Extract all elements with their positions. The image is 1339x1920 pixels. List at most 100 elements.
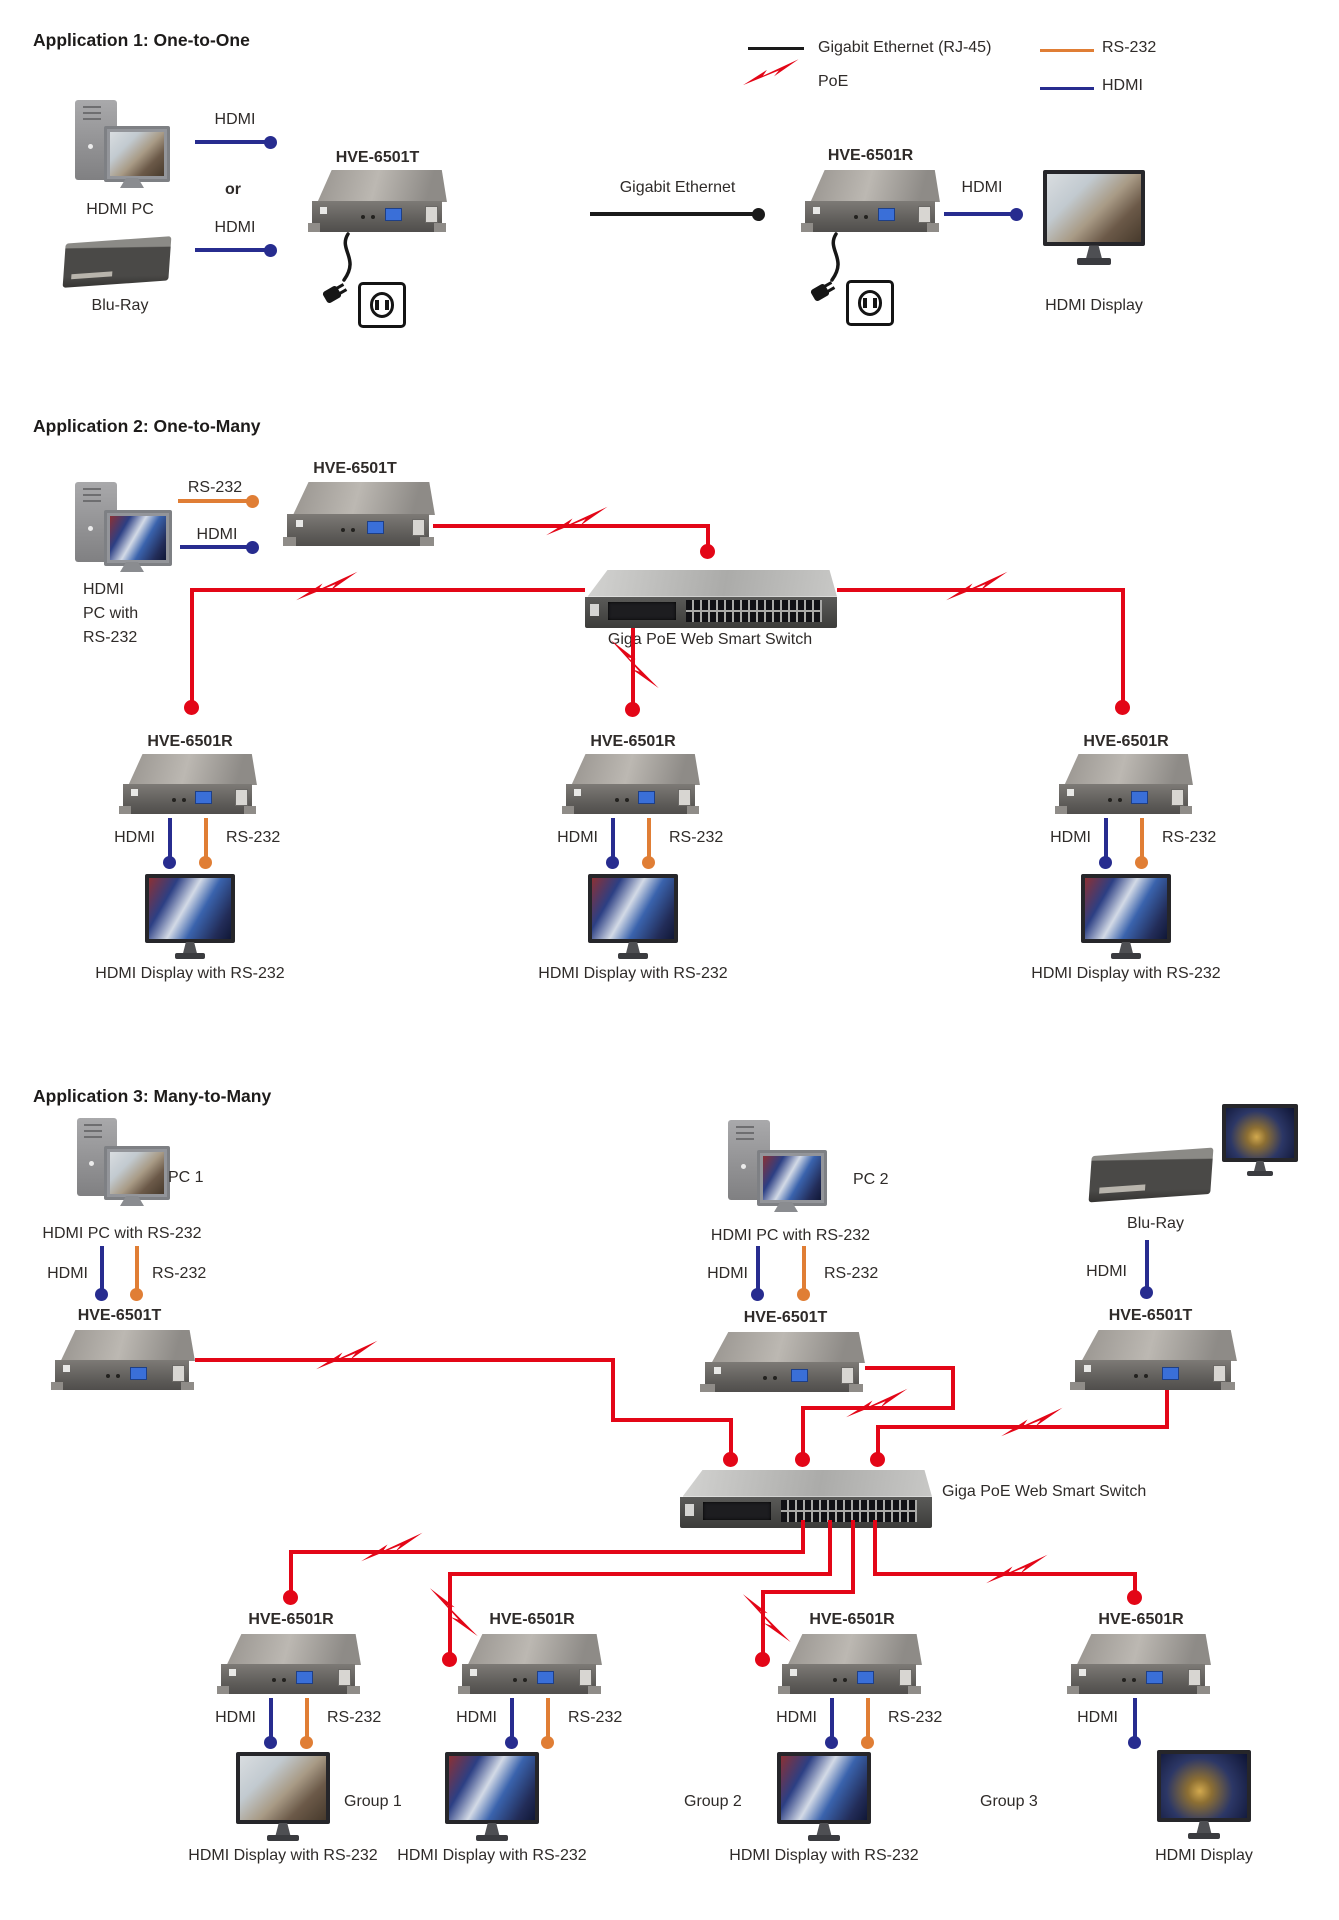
receiver-label: HVE-6501R xyxy=(590,733,676,750)
hdmi-connector-dot xyxy=(1128,1736,1141,1749)
rs232-label: RS-232 xyxy=(187,479,243,496)
poe-bolt-icon xyxy=(740,59,801,86)
hdmi-label: HDMI xyxy=(1050,829,1091,846)
pc-monitor-icon xyxy=(757,1150,827,1206)
rs232-line xyxy=(866,1698,870,1738)
hdmi-label: HDMI xyxy=(214,111,256,128)
ethernet-connector-dot xyxy=(752,208,765,221)
hdmi-connector-dot xyxy=(246,541,259,554)
rs232-connector-dot xyxy=(797,1288,810,1301)
legend-gigabit-label: Gigabit Ethernet (RJ-45) xyxy=(818,39,992,56)
hdmi-connector-dot xyxy=(264,244,277,257)
rs232-line-sample xyxy=(1040,49,1094,52)
group1-label: Group 1 xyxy=(344,1793,402,1810)
hdmi-label: HDMI xyxy=(1077,1709,1118,1726)
hdmi-label: HDMI xyxy=(215,1709,256,1726)
hdmi-display-rs232-label: HDMI Display with RS-232 xyxy=(188,1847,378,1864)
switch-label: Giga PoE Web Smart Switch xyxy=(942,1483,1147,1500)
hdmi-connector-dot xyxy=(264,136,277,149)
rs232-connector-dot xyxy=(541,1736,554,1749)
rs232-label: RS-232 xyxy=(327,1709,382,1726)
pc-monitor-stand xyxy=(774,1202,798,1212)
poe-bolt-icon xyxy=(843,1388,910,1418)
rs232-line xyxy=(802,1246,806,1290)
ethernet-line-sample xyxy=(748,47,804,50)
rs232-connector-dot xyxy=(246,495,259,508)
rs232-label: RS-232 xyxy=(888,1709,943,1726)
rs232-label: RS-232 xyxy=(1162,829,1217,846)
rs232-line xyxy=(305,1698,309,1738)
blu-ray-icon xyxy=(1088,1147,1214,1203)
hdmi-line xyxy=(100,1246,104,1290)
hdmi-display-icon xyxy=(1222,1104,1298,1178)
hdmi-connector-dot xyxy=(1099,856,1112,869)
transmitter-label: HVE-6501T xyxy=(743,1309,828,1326)
hdmi-display-rs232-label: HDMI Display with RS-232 xyxy=(95,965,285,982)
hdmi-display-rs232-label: HDMI Display with RS-232 xyxy=(397,1847,587,1864)
pc-monitor-icon xyxy=(104,510,172,566)
hdmi-line xyxy=(1104,818,1108,858)
receiver-device xyxy=(457,1634,602,1694)
poe-bolt-icon xyxy=(943,571,1010,601)
poe-line xyxy=(865,1366,955,1370)
hdmi-line xyxy=(168,818,172,858)
legend-rs232-label: RS-232 xyxy=(1102,39,1157,56)
hdmi-label: HDMI xyxy=(47,1265,88,1282)
hdmi-display-icon xyxy=(1157,1750,1251,1842)
hdmi-label: HDMI xyxy=(776,1709,817,1726)
receiver-device xyxy=(1066,1634,1211,1694)
hdmi-line xyxy=(195,248,271,252)
or-label: or xyxy=(225,181,241,198)
poe-line xyxy=(761,1590,765,1658)
hdmi-line xyxy=(180,545,254,549)
receiver-label: HVE-6501R xyxy=(1083,733,1169,750)
hdmi-line xyxy=(830,1698,834,1738)
rs232-label: RS-232 xyxy=(824,1265,879,1282)
hdmi-line-sample xyxy=(1040,87,1094,90)
poe-line xyxy=(761,1590,853,1594)
pc1-label: PC 1 xyxy=(168,1169,204,1186)
blu-ray-label: Blu-Ray xyxy=(1127,1215,1184,1232)
rs232-line xyxy=(204,818,208,858)
hdmi-label: HDMI xyxy=(456,1709,497,1726)
receiver-label: HVE-6501R xyxy=(827,147,914,164)
hdmi-pc-label: HDMI PC xyxy=(86,201,154,218)
transmitter-device xyxy=(282,482,435,546)
hdmi-line xyxy=(611,818,615,858)
transmitter-device xyxy=(700,1332,865,1392)
poe-line xyxy=(611,1358,615,1422)
blu-ray-label: Blu-Ray xyxy=(91,297,149,314)
hdmi-label: HDMI xyxy=(1086,1263,1127,1280)
hdmi-connector-dot xyxy=(505,1736,518,1749)
poe-line xyxy=(448,1572,452,1658)
pc-monitor-stand xyxy=(120,562,144,572)
receiver-label: HVE-6501R xyxy=(809,1611,895,1628)
poe-line xyxy=(190,588,585,592)
rs232-label: RS-232 xyxy=(226,829,281,846)
poe-bolt-icon xyxy=(543,506,610,536)
hdmi-label: HDMI xyxy=(214,219,256,236)
pc-monitor-stand xyxy=(120,178,144,188)
hdmi-display-rs232-label: HDMI Display with RS-232 xyxy=(1031,965,1221,982)
blu-ray-icon xyxy=(62,236,172,288)
hdmi-line xyxy=(944,212,1018,216)
poe-line xyxy=(1165,1390,1169,1429)
app3-title: Application 3: Many-to-Many xyxy=(33,1086,272,1106)
power-cord-icon xyxy=(830,232,840,282)
group3-label: Group 3 xyxy=(980,1793,1038,1810)
poe-bolt-icon xyxy=(358,1532,425,1562)
poe-bolt-icon xyxy=(293,571,360,601)
poe-line xyxy=(801,1520,805,1554)
rs232-line xyxy=(135,1246,139,1290)
hdmi-line xyxy=(269,1698,273,1738)
poe-connector-dot xyxy=(755,1652,770,1667)
transmitter-label: HVE-6501T xyxy=(335,149,420,166)
poe-connector-dot xyxy=(723,1452,738,1467)
rs232-connector-dot xyxy=(300,1736,313,1749)
receiver-device xyxy=(777,1634,922,1694)
poe-line xyxy=(801,1406,955,1410)
hdmi-display-icon xyxy=(777,1752,871,1844)
receiver-device xyxy=(561,754,700,814)
rs232-label: RS-232 xyxy=(669,829,724,846)
